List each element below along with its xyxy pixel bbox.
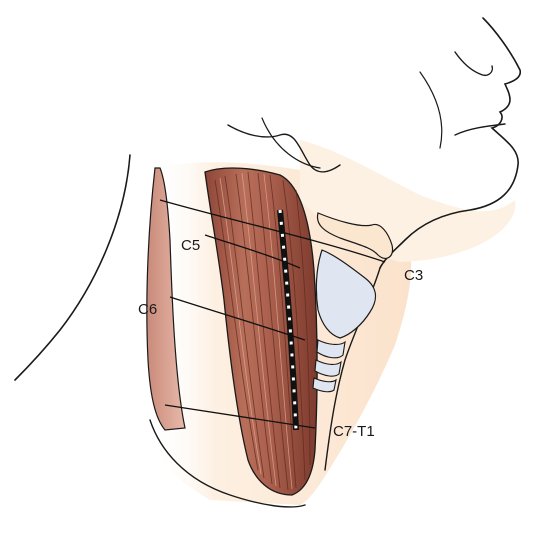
label-c7-t1: C7-T1: [333, 423, 375, 440]
cheek-line: [419, 71, 443, 149]
mouth-line: [454, 123, 506, 136]
muscle-fibers: [214, 171, 311, 491]
level-line-c3: [159, 199, 386, 263]
nose-detail: [454, 51, 494, 76]
level-lines: [159, 199, 386, 429]
shoulder-outline: [149, 419, 306, 508]
ear-outline: [227, 124, 341, 173]
label-c6: C6: [138, 301, 158, 318]
muscle-highlights: [219, 172, 293, 490]
thyroid-cartilage: [315, 249, 376, 339]
label-c3: C3: [404, 267, 424, 284]
trachea-rings: [312, 339, 346, 393]
hyoid-bone: [316, 212, 394, 259]
posterior-muscle: [146, 167, 186, 431]
back-neck-outline: [14, 154, 131, 381]
label-c5: C5: [181, 237, 201, 254]
face-profile: [379, 17, 522, 269]
jaw-line: [261, 117, 321, 169]
level-line-c7t1: [164, 404, 316, 429]
level-line-c6: [169, 296, 306, 341]
level-line-c5: [204, 234, 301, 269]
sternocleidomastoid-muscle: [204, 167, 318, 496]
